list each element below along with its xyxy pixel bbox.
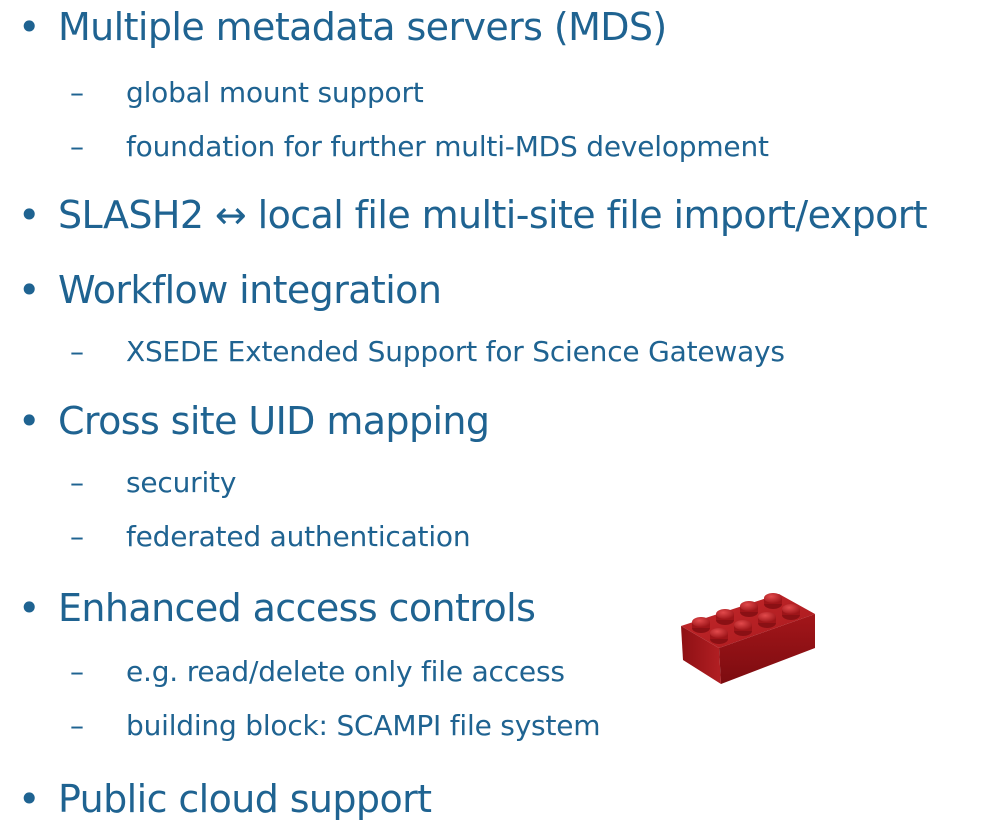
bullet-item: • Enhanced access controls <box>18 585 536 631</box>
bullet-dot: • <box>18 5 40 49</box>
sub-bullet-dash: – <box>70 335 84 368</box>
sub-bullet-text: building block: SCAMPI file system <box>126 709 601 742</box>
bullet-text: SLASH2 ↔ local file multi-site file impo… <box>58 193 928 237</box>
bullet-item: • Workflow integration <box>18 267 442 313</box>
bullet-dot: • <box>18 586 40 630</box>
sub-bullet-text: foundation for further multi-MDS develop… <box>126 130 769 163</box>
sub-bullet-text: XSEDE Extended Support for Science Gatew… <box>126 335 785 368</box>
sub-bullet-text: global mount support <box>126 76 424 109</box>
sub-bullet-text: e.g. read/delete only file access <box>126 655 565 688</box>
bullet-text: Workflow integration <box>58 268 442 312</box>
sub-bullet-item: – e.g. read/delete only file access <box>70 654 565 690</box>
sub-bullet-item: – security <box>70 465 236 501</box>
bullet-text: Cross site UID mapping <box>58 399 490 443</box>
sub-bullet-dash: – <box>70 709 84 742</box>
bullet-item: • Multiple metadata servers (MDS) <box>18 4 667 50</box>
sub-bullet-item: – foundation for further multi-MDS develo… <box>70 129 769 165</box>
sub-bullet-text: security <box>126 466 237 499</box>
sub-bullet-dash: – <box>70 130 84 163</box>
sub-bullet-text: federated authentication <box>126 520 471 553</box>
bullet-dot: • <box>18 399 40 443</box>
bullet-item: • Cross site UID mapping <box>18 398 490 444</box>
bullet-dot: • <box>18 268 40 312</box>
sub-bullet-item: – XSEDE Extended Support for Science Gate… <box>70 334 785 370</box>
bullet-item: • SLASH2 ↔ local file multi-site file imp… <box>18 192 928 238</box>
sub-bullet-item: – federated authentication <box>70 519 471 555</box>
sub-bullet-item: – building block: SCAMPI file system <box>70 708 601 744</box>
lego-brick-icon <box>681 593 815 684</box>
sub-bullet-dash: – <box>70 520 84 553</box>
sub-bullet-dash: – <box>70 466 84 499</box>
sub-bullet-dash: – <box>70 655 84 688</box>
bullet-text: Enhanced access controls <box>58 586 536 630</box>
bullet-item: • Public cloud support <box>18 776 432 822</box>
bullet-text: Public cloud support <box>58 777 432 821</box>
bullet-dot: • <box>18 193 40 237</box>
bullet-text: Multiple metadata servers (MDS) <box>58 5 667 49</box>
sub-bullet-item: – global mount support <box>70 75 424 111</box>
bullet-dot: • <box>18 777 40 821</box>
sub-bullet-dash: – <box>70 76 84 109</box>
